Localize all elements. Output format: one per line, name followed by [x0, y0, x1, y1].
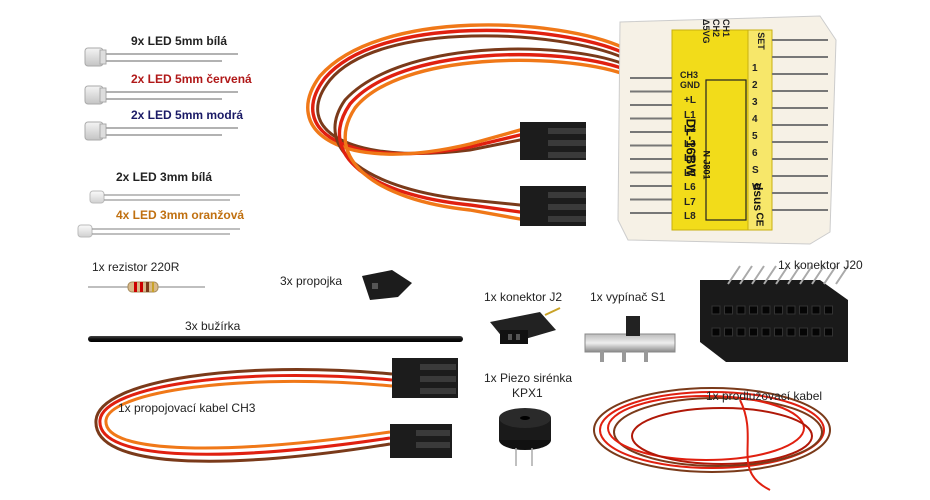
j20-socket [736, 305, 746, 315]
j20-socket [724, 327, 733, 337]
board-output-1: L1 [684, 109, 696, 121]
heat-shrink-tube [88, 336, 463, 342]
label-led-5mm-blue: 2x LED 5mm modrá [131, 108, 244, 122]
j20-socket [799, 305, 808, 315]
extension-cable-coil [593, 387, 831, 491]
label-led-3mm-orange: 4x LED 3mm oranžová [116, 208, 245, 222]
j20-pin [739, 265, 753, 285]
j20-socket [786, 327, 796, 337]
j20-pin [763, 265, 777, 285]
j20-socket [774, 327, 783, 337]
switch-s1 [584, 316, 676, 362]
label-connector-j20: 1x konektor J20 [778, 258, 863, 272]
j20-socket [811, 305, 821, 315]
connector-j20 [700, 265, 849, 362]
label-led-5mm-red: 2x LED 5mm červená [131, 72, 252, 86]
label-led-5mm-white: 9x LED 5mm bílá [131, 34, 228, 48]
board-output-5: L5 [684, 167, 696, 179]
j20-pin [835, 265, 849, 285]
ch3-cable [94, 368, 393, 463]
board-pin-headers [630, 39, 828, 214]
j20-socket [824, 305, 833, 315]
j20-pin [823, 265, 837, 285]
board-ch1: CH1 [721, 19, 731, 38]
label-extension-cable: 1x prodlužovací kabel [706, 389, 823, 403]
board-model: DL-16BW [683, 118, 699, 177]
board-ch3-gnd: CH3 GND [680, 70, 700, 90]
label-connector-j2: 1x konektor J2 [484, 290, 563, 304]
j20-socket [761, 327, 771, 337]
board-brand: dsus [751, 182, 766, 212]
label-tubing: 3x bužírka [185, 319, 241, 333]
j20-socket [711, 305, 721, 315]
label-piezo-line2: KPX1 [512, 386, 543, 400]
led-3mm-orange [77, 224, 240, 238]
board-number-2: 3 [752, 97, 758, 108]
board-number-4: 5 [752, 131, 758, 142]
ch3-connector-b [390, 424, 452, 458]
led-5mm-red [84, 85, 238, 105]
j20-socket [724, 305, 733, 315]
j20-socket [711, 327, 721, 337]
j20-pin [799, 265, 813, 285]
j20-socket [736, 327, 746, 337]
board-5vg: Δ5VG [701, 19, 711, 44]
board-output-8: L8 [684, 211, 696, 222]
board-gnd: GND [680, 80, 700, 90]
board-output-7: L7 [684, 196, 696, 208]
j20-pin [727, 265, 741, 285]
board-output-3: L3 [684, 138, 696, 150]
j20-socket [799, 327, 808, 337]
j20-socket [749, 327, 758, 337]
servo-cables [306, 23, 626, 221]
board-output-0: +L [684, 95, 696, 106]
j20-socket [749, 305, 758, 315]
board-number-0: 1 [752, 63, 758, 74]
j20-socket [786, 305, 796, 315]
board-number-7: W [752, 182, 762, 193]
board-number-3: 4 [752, 114, 758, 125]
board-ch2: CH2 [711, 19, 721, 38]
label-piezo-line1: 1x Piezo sirénka [484, 371, 573, 385]
board-ce-mark: CE [753, 212, 765, 227]
board-number-5: 6 [752, 148, 758, 159]
j20-pin [751, 265, 765, 285]
board-suffix: N J801 [701, 150, 712, 180]
j20-pin [787, 265, 801, 285]
board-number-6: S [752, 165, 759, 176]
label-led-3mm-white: 2x LED 3mm bílá [116, 170, 213, 184]
connector-j2 [490, 307, 561, 344]
led-3mm-white [89, 190, 240, 204]
j20-socket [761, 305, 771, 315]
label-jumper: 3x propojka [280, 274, 343, 288]
j20-socket [811, 327, 821, 337]
resistor [88, 281, 205, 293]
label-resistor: 1x rezistor 220R [92, 260, 180, 274]
ch3-connector-a [392, 358, 458, 398]
led-5mm-blue [84, 121, 238, 141]
label-switch: 1x vypínač S1 [590, 290, 666, 304]
board-output-4: L4 [684, 153, 696, 164]
j20-socket [824, 327, 833, 337]
servo-connector-1 [520, 122, 586, 160]
j20-socket [774, 305, 783, 315]
board-output-6: L6 [684, 182, 696, 193]
j20-pin [775, 265, 789, 285]
board-set-label: SET [755, 32, 766, 50]
board-number-1: 2 [752, 80, 758, 91]
piezo-buzzer [499, 408, 551, 466]
j20-pin [811, 265, 825, 285]
led-5mm-white [84, 47, 238, 67]
servo-connector-2 [520, 186, 586, 226]
board-ch3: CH3 [680, 70, 699, 80]
label-cable-ch3: 1x propojovací kabel CH3 [118, 401, 256, 415]
jumper [362, 270, 412, 300]
board-output-2: L2 [684, 124, 696, 135]
